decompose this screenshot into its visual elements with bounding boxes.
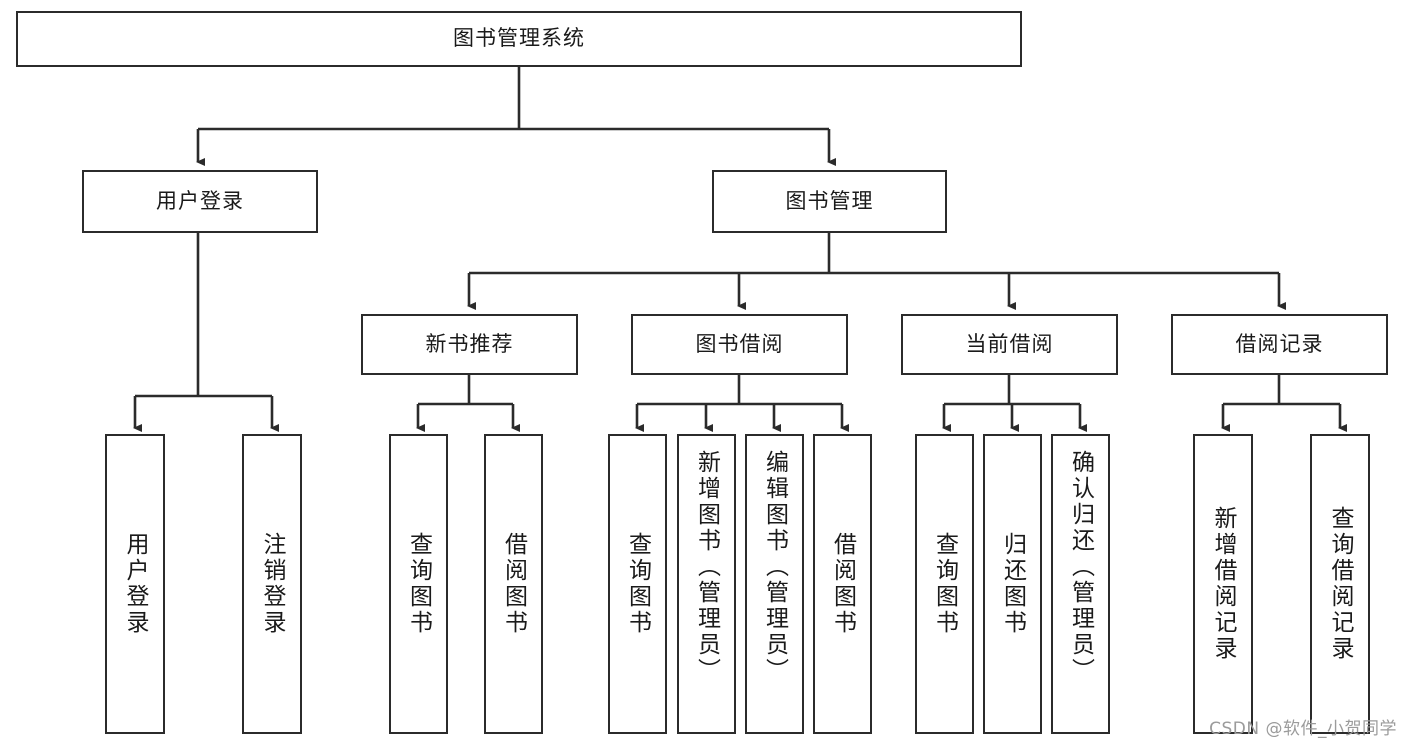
node-label: 借阅记录: [1235, 331, 1324, 356]
leaf-borrow-query-book[interactable]: 查询图书: [608, 434, 667, 734]
node-user-login[interactable]: 用户登录: [82, 170, 318, 233]
node-label: 借阅图书: [829, 532, 856, 636]
leaf-user-login-login[interactable]: 用户登录: [105, 434, 165, 734]
leaf-recommend-borrow-book[interactable]: 借阅图书: [484, 434, 543, 734]
node-label: 新增借阅记录: [1210, 506, 1237, 662]
node-label: 当前借阅: [965, 331, 1054, 356]
leaf-user-login-logout[interactable]: 注销登录: [242, 434, 302, 734]
node-current-borrow[interactable]: 当前借阅: [901, 314, 1118, 375]
node-label: 查询图书: [405, 532, 432, 636]
watermark-text: CSDN @软件_小贺同学: [1209, 719, 1397, 739]
leaf-borrow-borrow-book[interactable]: 借阅图书: [813, 434, 872, 734]
node-new-book-recommend[interactable]: 新书推荐: [361, 314, 578, 375]
node-label: 图书借阅: [695, 331, 784, 356]
node-borrow-record[interactable]: 借阅记录: [1171, 314, 1388, 375]
leaf-borrow-edit-book[interactable]: 编辑图书（管理员）: [745, 434, 804, 734]
node-label: 确认归还（管理员）: [1067, 450, 1094, 684]
node-label: 用户登录: [122, 532, 149, 636]
leaf-recommend-query-book[interactable]: 查询图书: [389, 434, 448, 734]
leaf-record-query-record[interactable]: 查询借阅记录: [1310, 434, 1370, 734]
node-label: 查询借阅记录: [1327, 506, 1354, 662]
node-label: 借阅图书: [500, 532, 527, 636]
leaf-borrow-add-book[interactable]: 新增图书（管理员）: [677, 434, 736, 734]
node-label: 查询图书: [624, 532, 651, 636]
node-label: 注销登录: [259, 532, 286, 636]
node-label: 新书推荐: [425, 331, 514, 356]
node-label: 新增图书（管理员）: [693, 450, 720, 684]
leaf-current-return-book[interactable]: 归还图书: [983, 434, 1042, 734]
leaf-current-confirm-return[interactable]: 确认归还（管理员）: [1051, 434, 1110, 734]
leaf-current-query-book[interactable]: 查询图书: [915, 434, 974, 734]
node-label: 图书管理: [785, 188, 874, 213]
node-book-management[interactable]: 图书管理: [712, 170, 947, 233]
node-root-system[interactable]: 图书管理系统: [16, 11, 1022, 67]
node-book-borrow[interactable]: 图书借阅: [631, 314, 848, 375]
node-label: 归还图书: [999, 532, 1026, 636]
node-label: 图书管理系统: [453, 26, 585, 51]
leaf-record-add-record[interactable]: 新增借阅记录: [1193, 434, 1253, 734]
node-label: 用户登录: [156, 188, 244, 213]
node-label: 查询图书: [931, 532, 958, 636]
node-label: 编辑图书（管理员）: [761, 450, 788, 684]
